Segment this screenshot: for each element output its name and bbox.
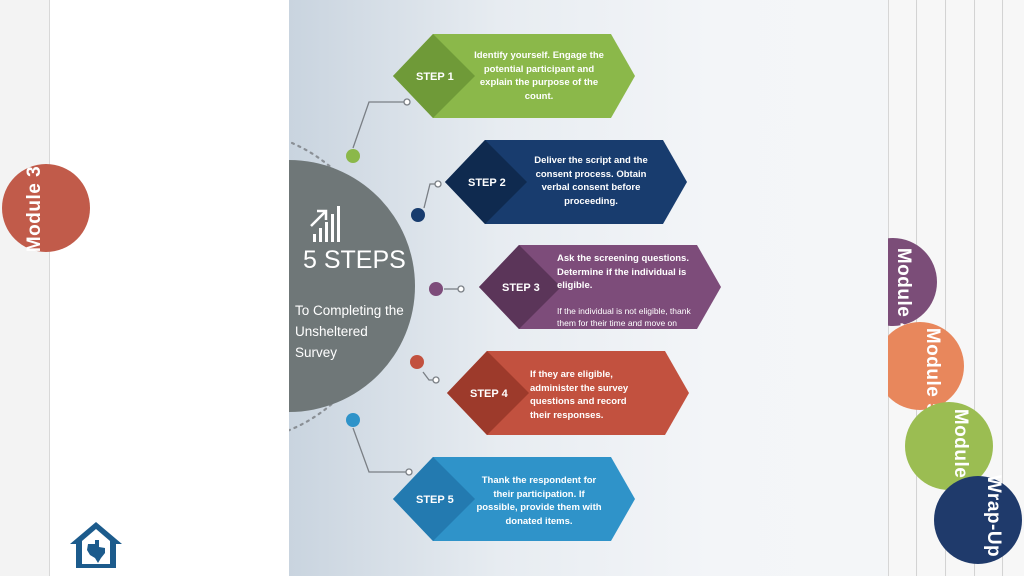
infographic-title: 5 STEPS xyxy=(303,246,406,274)
node-dot-3 xyxy=(429,282,443,296)
connector-4 xyxy=(422,371,434,381)
connector-end-4 xyxy=(432,376,440,384)
node-dot-5 xyxy=(346,413,360,427)
step-1-label-chevron xyxy=(393,34,475,118)
connector-end-3 xyxy=(457,285,465,293)
step-3-label-chevron xyxy=(479,245,561,329)
connector-end-5 xyxy=(405,468,413,476)
step-5-label: STEP 5 xyxy=(416,494,454,506)
connector-1 xyxy=(352,101,406,149)
step-3-label: STEP 3 xyxy=(502,282,540,294)
tab-module-3[interactable] xyxy=(2,164,90,252)
node-dot-1 xyxy=(346,149,360,163)
step-3-note: If the individual is not eligible, thank… xyxy=(557,306,691,328)
step-2-label: STEP 2 xyxy=(468,177,506,189)
tab-wrap-up-label: Wrap-Up xyxy=(983,474,1005,558)
texas-house-logo xyxy=(70,522,122,568)
connector-end-2 xyxy=(434,180,442,188)
tab-module-3-label: Module 3 xyxy=(24,165,46,253)
title-circle xyxy=(289,160,415,412)
connector-5 xyxy=(352,427,407,473)
node-dot-2 xyxy=(411,208,425,222)
infographic-panel: 5 STEPS To Completing the Unsheltered Su… xyxy=(289,0,888,576)
step-5-label-chevron xyxy=(393,457,475,541)
step-1-text: Identify yourself. Engage the potential … xyxy=(474,50,604,102)
dotted-arc xyxy=(289,140,387,432)
page-edge-wrapup xyxy=(1002,0,1024,576)
step-3-text: Ask the screening questions. Determine i… xyxy=(557,253,689,291)
tab-module-4-label: Module 4 xyxy=(893,247,915,335)
bar-chart-icon xyxy=(310,206,340,242)
step-4-label: STEP 4 xyxy=(470,388,508,400)
infographic-graphics xyxy=(289,34,721,541)
tab-wrap-up[interactable] xyxy=(934,476,1022,564)
step-1-label: STEP 1 xyxy=(416,71,454,83)
left-page-edge xyxy=(0,0,50,576)
node-dot-4 xyxy=(410,355,424,369)
step-2-text: Deliver the script and the consent proce… xyxy=(534,155,648,207)
step-4-text: If they are eligible, administer the sur… xyxy=(530,369,629,421)
tab-module-5[interactable] xyxy=(876,322,964,410)
tab-module-5-label: Module 5 xyxy=(922,327,944,415)
step-2-label-chevron xyxy=(445,140,527,224)
tab-module-6[interactable] xyxy=(905,402,993,490)
connector-2 xyxy=(423,183,437,209)
infographic-subtitle: To Completing the Unsheltered Survey xyxy=(295,303,404,360)
step-5-text: Thank the respondent for their participa… xyxy=(476,475,602,527)
connector-end-1 xyxy=(403,98,411,106)
step-4-label-chevron xyxy=(447,351,529,435)
